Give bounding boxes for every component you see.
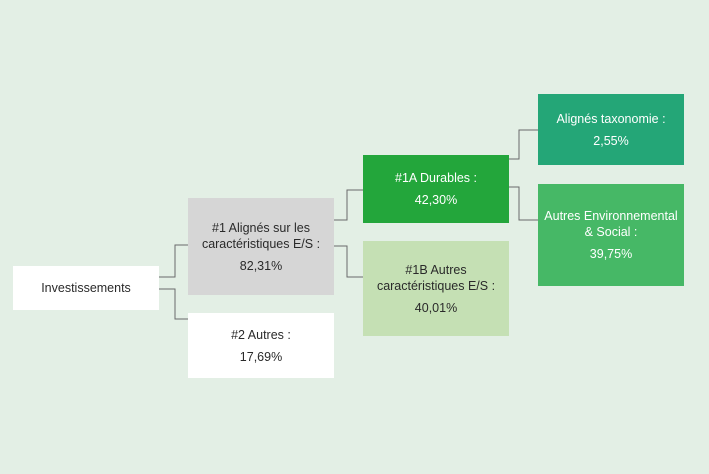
connector-durables-to-env-social (509, 186, 538, 221)
node-durables-label: #1A Durables : (395, 171, 477, 185)
connector-invest-to-autres (159, 288, 188, 320)
connector-invest-to-alignes (159, 244, 188, 278)
node-autres-value: 17,69% (239, 349, 283, 364)
node-taxonomie-label: Alignés taxonomie : (556, 111, 666, 126)
connector-alignes-to-autres-es (334, 245, 363, 278)
node-durables-value: 42,30% (414, 193, 458, 207)
node-autres-es: #1B Autres caractéristiques E/S : 40,01% (363, 241, 509, 336)
node-taxonomie-value: 2,55% (593, 133, 629, 148)
connector-durables-to-taxonomie (509, 129, 538, 160)
node-env-social: Autres Environnemental & Social : 39,75% (538, 184, 684, 286)
node-taxonomie: Alignés taxonomie : 2,55% (538, 94, 684, 165)
node-investissements: Investissements (13, 266, 159, 310)
node-alignes-es-value: 82,31% (239, 258, 283, 273)
node-autres-es-value: 40,01% (414, 300, 458, 315)
node-investissements-label: Investissements (41, 281, 131, 295)
node-autres-es-label: #1B Autres caractéristiques E/S : (376, 262, 496, 293)
node-env-social-value: 39,75% (589, 247, 633, 261)
node-alignes-es: #1 Alignés sur les caractéristiques E/S … (188, 198, 334, 295)
node-durables: #1A Durables : 42,30% (363, 155, 509, 223)
node-autres: #2 Autres : 17,69% (188, 313, 334, 378)
node-alignes-es-label: #1 Alignés sur les caractéristiques E/S … (201, 220, 321, 251)
node-autres-label: #2 Autres : (231, 327, 291, 342)
node-env-social-label: Autres Environnemental & Social : (544, 209, 678, 239)
connector-alignes-to-durables (334, 189, 363, 221)
